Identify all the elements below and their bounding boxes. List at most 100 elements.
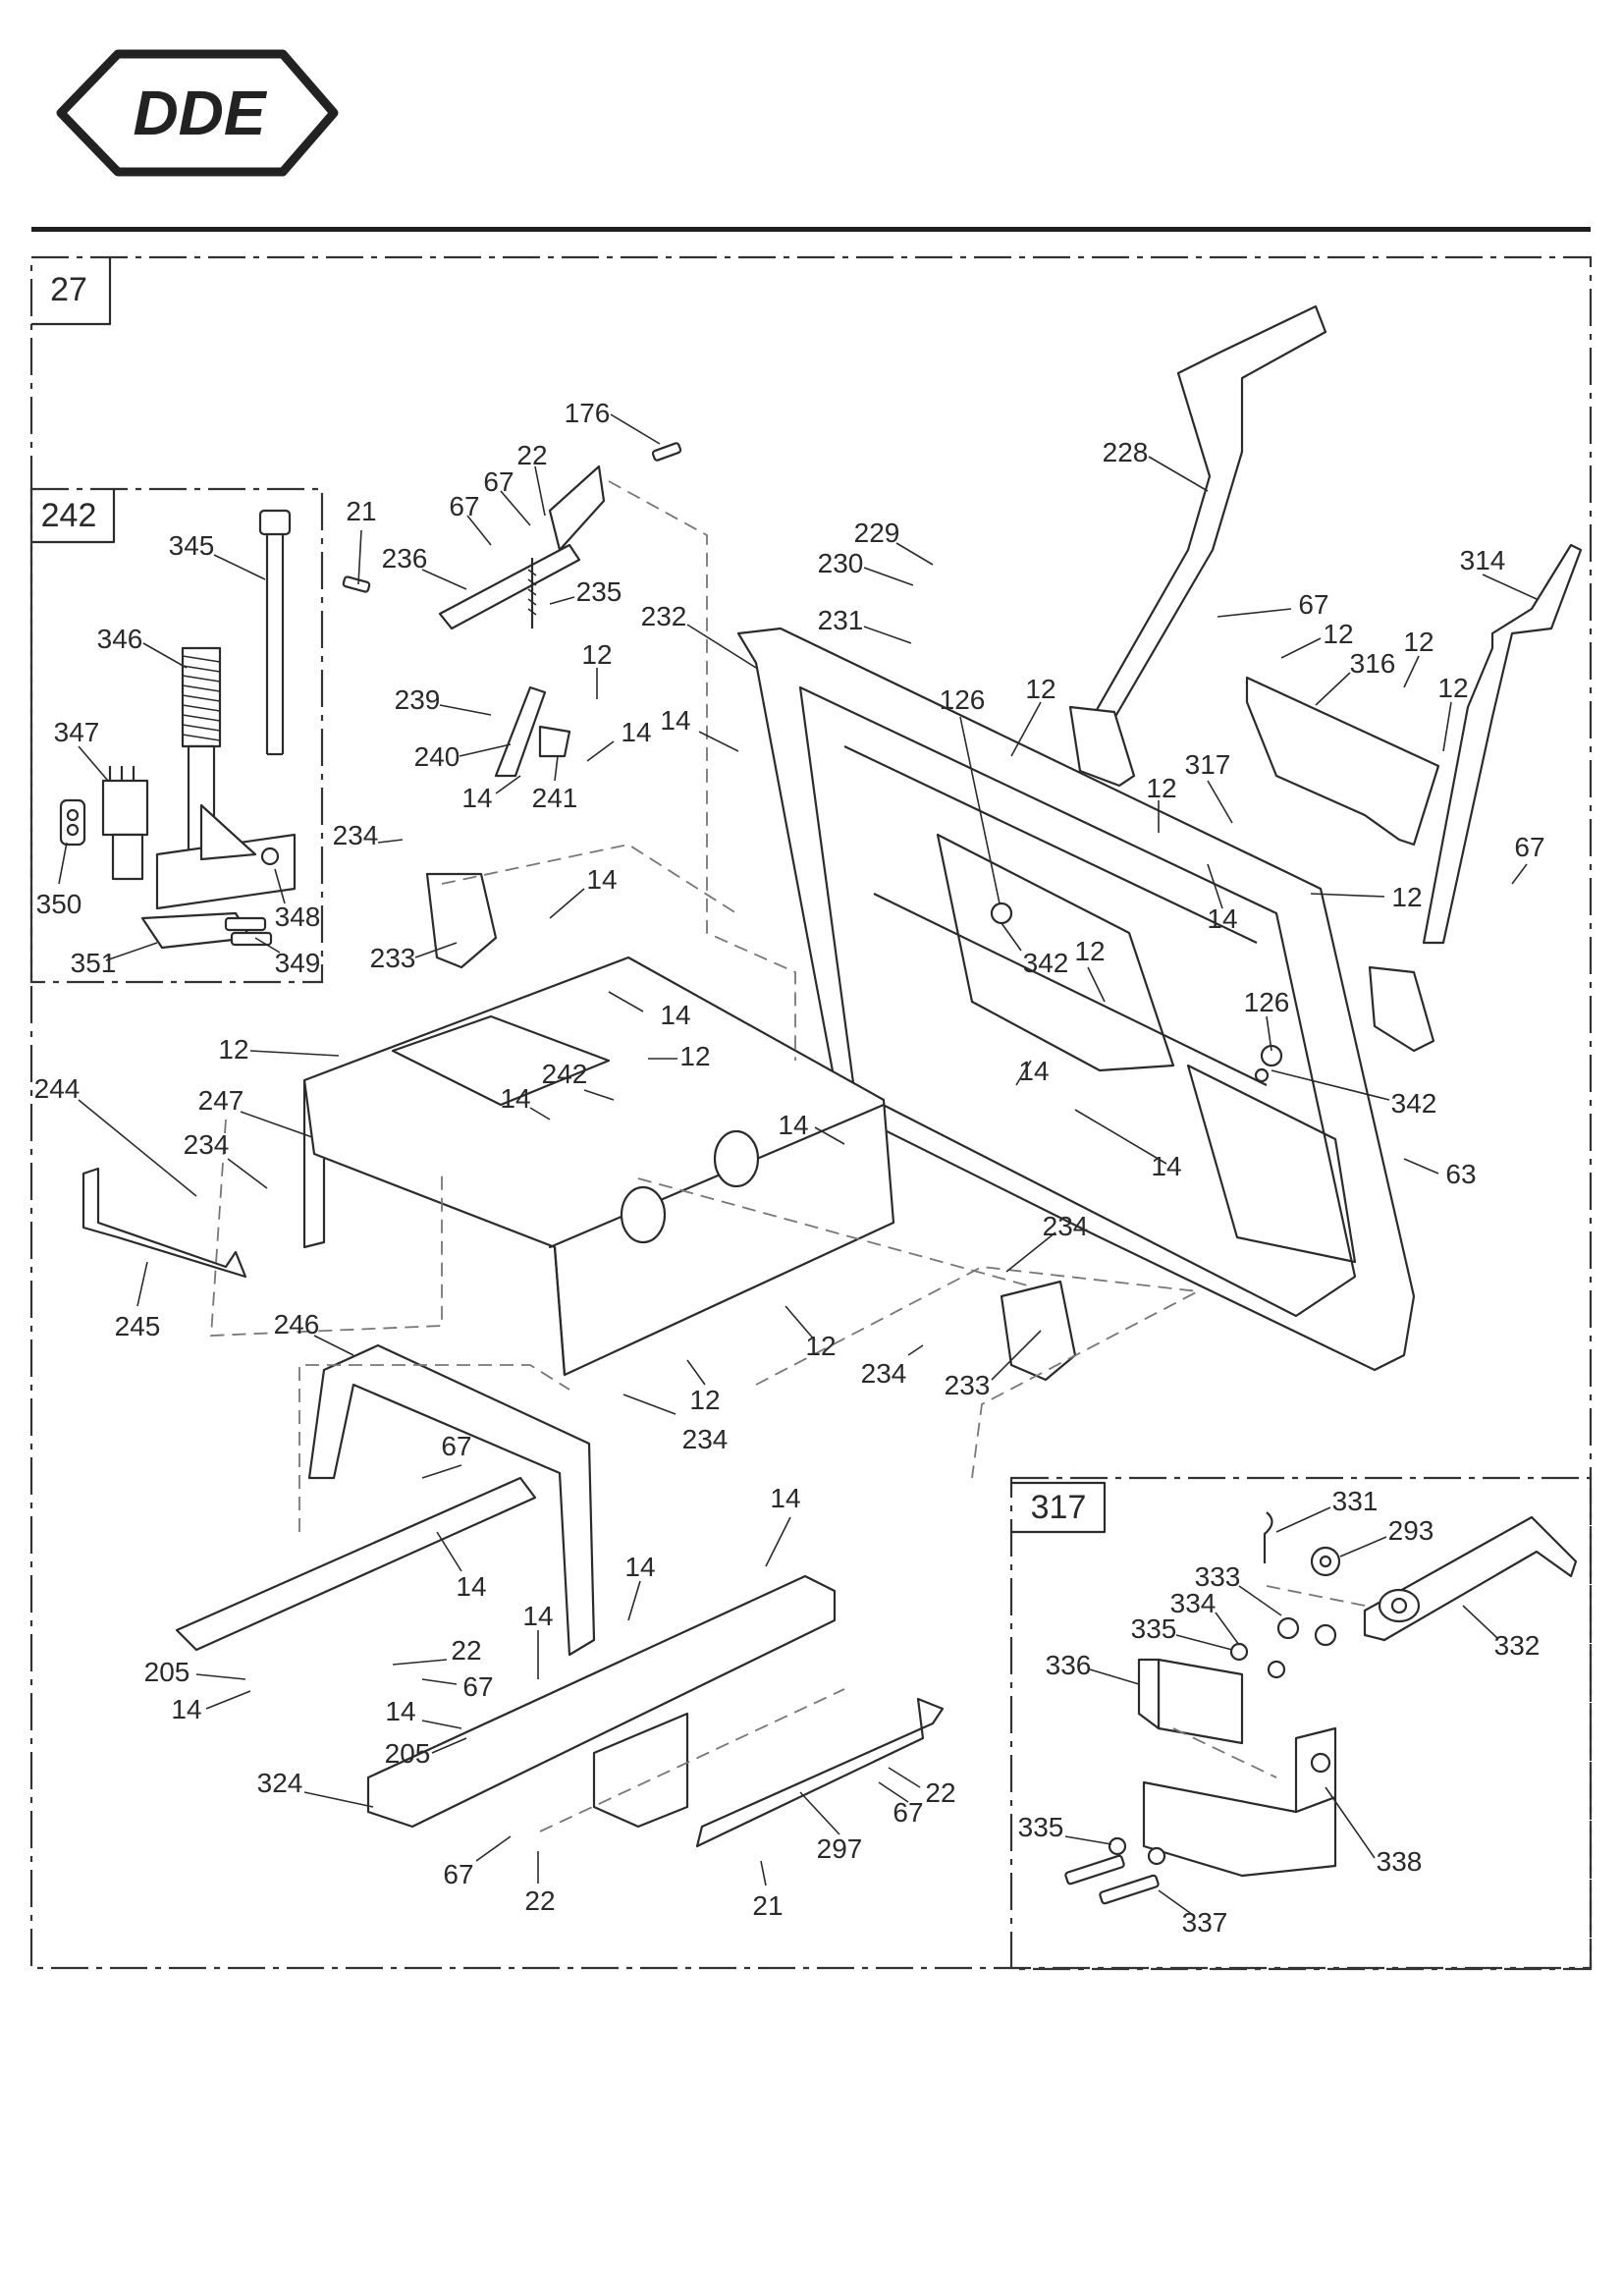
callout-12-text: 12 — [581, 639, 612, 670]
callout-324: 324 — [257, 1768, 374, 1808]
callout-12-text: 12 — [1323, 619, 1353, 649]
callout-14: 14 — [624, 1552, 656, 1621]
callout-350-text: 350 — [36, 889, 82, 919]
callout-67-text: 67 — [441, 1431, 471, 1461]
callout-14-text: 14 — [624, 1552, 655, 1582]
callout-234-text: 234 — [333, 820, 379, 850]
callout-67-text: 67 — [893, 1797, 923, 1828]
callout-240-text: 240 — [414, 741, 460, 772]
callout-350: 350 — [36, 842, 82, 919]
callout-67: 67 — [483, 466, 531, 526]
callout-14: 14 — [586, 717, 652, 762]
callout-247-text: 247 — [198, 1085, 244, 1116]
callout-14: 14 — [549, 864, 618, 919]
callout-22: 22 — [524, 1851, 556, 1916]
callout-14-text: 14 — [660, 1000, 690, 1030]
callout-230-text: 230 — [818, 548, 864, 578]
callout-205-text: 205 — [144, 1657, 190, 1687]
callout-14-text: 14 — [660, 705, 690, 736]
callout-245: 245 — [115, 1261, 160, 1341]
callout-14-text: 14 — [522, 1601, 553, 1631]
callout-228: 228 — [1103, 437, 1209, 492]
callout-205: 205 — [385, 1737, 467, 1769]
callout-336-text: 336 — [1046, 1650, 1092, 1680]
callout-14: 14 — [385, 1696, 462, 1729]
callout-12-text: 12 — [1403, 627, 1434, 657]
callout-22: 22 — [888, 1767, 956, 1808]
callout-239: 239 — [395, 684, 492, 716]
callout-234-text: 234 — [184, 1129, 230, 1160]
callout-335: 335 — [1018, 1812, 1112, 1845]
callout-67-text: 67 — [443, 1859, 473, 1889]
callout-233-text: 233 — [945, 1370, 991, 1400]
callout-67: 67 — [1511, 832, 1545, 885]
callout-12-text: 12 — [1074, 936, 1105, 966]
callout-12-text: 12 — [1391, 882, 1422, 912]
callout-12: 12 — [1280, 619, 1354, 659]
brand-logo: DDE — [56, 49, 339, 177]
callout-241: 241 — [532, 755, 578, 813]
callout-234: 234 — [861, 1344, 924, 1389]
inset-317: 317 — [1009, 1476, 1593, 1971]
callout-236: 236 — [382, 543, 467, 590]
callout-126-text: 126 — [940, 684, 986, 715]
callout-14: 14 — [1074, 1109, 1182, 1181]
callout-351-text: 351 — [71, 948, 117, 978]
callout-234: 234 — [184, 1129, 268, 1189]
callout-234: 234 — [333, 820, 404, 850]
callout-63-text: 63 — [1445, 1159, 1476, 1189]
header-divider — [31, 227, 1591, 232]
callout-335: 335 — [1131, 1613, 1233, 1651]
callout-236-text: 236 — [382, 543, 428, 574]
callout-67-text: 67 — [462, 1671, 493, 1702]
callout-337-text: 337 — [1182, 1907, 1228, 1938]
callout-316: 316 — [1315, 648, 1396, 706]
callout-67: 67 — [1217, 589, 1329, 620]
callout-126: 126 — [940, 684, 1001, 904]
callout-240: 240 — [414, 741, 512, 772]
callout-234: 234 — [622, 1394, 728, 1454]
callout-67-text: 67 — [449, 491, 479, 521]
callout-12-text: 12 — [805, 1331, 836, 1361]
callout-205-text: 205 — [385, 1738, 431, 1769]
callout-335-text: 335 — [1018, 1812, 1064, 1842]
callout-14: 14 — [778, 1110, 845, 1145]
callout-14-text: 14 — [456, 1571, 486, 1602]
callout-14: 14 — [171, 1690, 251, 1724]
callout-67-text: 67 — [1514, 832, 1544, 862]
callout-336: 336 — [1046, 1650, 1140, 1685]
callout-14: 14 — [1015, 1056, 1046, 1086]
callout-348: 348 — [274, 868, 321, 932]
callout-293: 293 — [1339, 1515, 1434, 1558]
callout-12-text: 12 — [689, 1385, 720, 1415]
callout-348-text: 348 — [275, 902, 321, 932]
callout-12: 12 — [581, 639, 613, 699]
diagram-label: 27 — [50, 271, 87, 308]
callout-205: 205 — [144, 1657, 246, 1687]
callout-22-text: 22 — [516, 440, 547, 470]
callout-12-text: 12 — [218, 1034, 248, 1065]
callout-246-text: 246 — [274, 1309, 320, 1339]
callout-21: 21 — [752, 1860, 784, 1921]
callout-231-text: 231 — [818, 605, 864, 635]
callout-345-text: 345 — [169, 530, 215, 561]
callout-21-text: 21 — [752, 1890, 783, 1921]
callout-12-text: 12 — [1146, 773, 1176, 803]
callout-241-text: 241 — [532, 783, 578, 813]
callout-14-text: 14 — [500, 1083, 530, 1114]
main-frame-border — [29, 255, 1593, 1970]
callout-316-text: 316 — [1350, 648, 1396, 679]
callout-12-text: 12 — [1437, 673, 1468, 703]
diagram-label-box: 27 — [31, 257, 112, 326]
callout-14-text: 14 — [385, 1696, 415, 1726]
callout-14: 14 — [1207, 863, 1238, 934]
callout-21-text: 21 — [346, 496, 376, 526]
callout-22: 22 — [392, 1635, 482, 1666]
callout-347-text: 347 — [54, 717, 100, 747]
callout-297-text: 297 — [817, 1833, 863, 1864]
callout-346: 346 — [97, 624, 188, 669]
callout-229-text: 229 — [854, 518, 900, 548]
callout-22-text: 22 — [925, 1777, 955, 1808]
callout-14-text: 14 — [461, 783, 492, 813]
